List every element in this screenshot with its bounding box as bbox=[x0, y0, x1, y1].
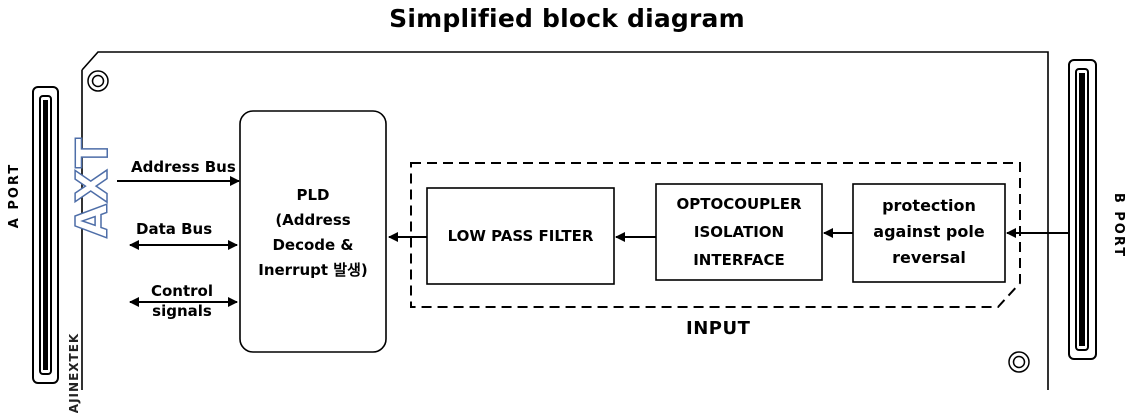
diagram-title: Simplified block diagram bbox=[389, 4, 745, 33]
input-group-label: INPUT bbox=[686, 318, 751, 339]
optocoupler-label: OPTOCOUPLER ISOLATION INTERFACE bbox=[676, 195, 802, 269]
diagram-canvas bbox=[32, 51, 1097, 390]
pld-block bbox=[239, 110, 387, 353]
address-bus-label: Address Bus bbox=[131, 158, 236, 176]
protection-label: protection against pole reversal bbox=[873, 196, 985, 267]
mounting-hole-bottom-right bbox=[1008, 351, 1030, 373]
company-logo: AXT AJINEXTEK bbox=[66, 118, 119, 413]
logo-mark: AXT bbox=[66, 136, 119, 239]
logo-brand: AJINEXTEK bbox=[67, 332, 82, 413]
b-port-label: B PORT bbox=[1111, 192, 1127, 258]
b-port-connector bbox=[1068, 59, 1097, 360]
a-port-label: A PORT bbox=[7, 162, 23, 228]
block-diagram: Simplified block diagram A PORT B PORT A… bbox=[7, 4, 1127, 413]
pld-label: PLD (Address Decode & Inerrupt 발생) bbox=[258, 186, 368, 279]
control-signals-label: Control signals bbox=[150, 282, 213, 320]
data-bus-label: Data Bus bbox=[136, 220, 213, 238]
mounting-hole-top-left bbox=[87, 70, 109, 92]
input-group-outline bbox=[410, 162, 1021, 308]
board-outline bbox=[81, 51, 1049, 390]
a-port-connector bbox=[32, 86, 59, 384]
low-pass-filter-block bbox=[426, 187, 615, 285]
low-pass-filter-label: LOW PASS FILTER bbox=[447, 227, 594, 245]
optocoupler-block bbox=[655, 183, 823, 281]
protection-block bbox=[852, 183, 1006, 283]
